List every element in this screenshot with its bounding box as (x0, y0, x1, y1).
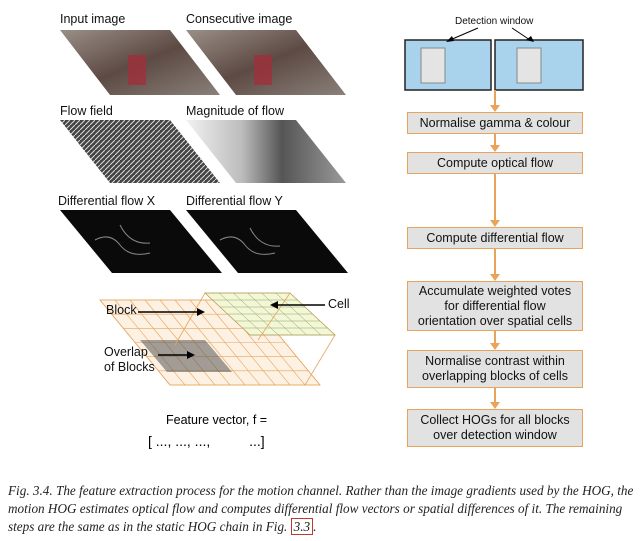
label-overlap-of-blocks: Overlap of Blocks (104, 345, 155, 374)
step-compute-optical-flow: Compute optical flow (407, 152, 583, 174)
label-cell: Cell (328, 297, 350, 311)
person-figure (254, 55, 272, 85)
differential-flow-y-image (186, 210, 348, 273)
detection-window-left (404, 39, 492, 91)
caption-text: The feature extraction process for the m… (8, 483, 634, 534)
block-highlight (140, 340, 232, 372)
figure-caption: Fig. 3.4. The feature extraction process… (8, 482, 636, 536)
person-figure (128, 55, 146, 85)
label-magnitude-of-flow: Magnitude of flow (186, 104, 284, 118)
differential-flow-x-image (60, 210, 222, 273)
step-compute-differential-flow: Compute differential flow (407, 227, 583, 249)
caption-prefix: Fig. 3.4. (8, 483, 53, 498)
feature-vector-body: [ ..., ..., ..., ...] (148, 433, 265, 449)
step-normalise-contrast: Normalise contrast within overlapping bl… (407, 350, 583, 388)
label-differential-flow-y: Differential flow Y (186, 194, 283, 208)
label-detection-window: Detection window (455, 16, 534, 27)
step-collect-hogs: Collect HOGs for all blocks over detecti… (407, 409, 583, 447)
label-block: Block (106, 303, 137, 317)
label-flow-field: Flow field (60, 104, 113, 118)
caption-suffix: . (313, 519, 317, 534)
label-feature-vector: Feature vector, f = (166, 413, 268, 427)
flow-field-image (60, 120, 220, 183)
step-accumulate-votes: Accumulate weighted votes for differenti… (407, 281, 583, 331)
label-differential-flow-x: Differential flow X (58, 194, 156, 208)
label-input-image: Input image (60, 12, 126, 26)
step-normalise-gamma: Normalise gamma & colour (407, 112, 583, 134)
magnitude-of-flow-image (186, 120, 346, 183)
label-consecutive-image: Consecutive image (186, 12, 293, 26)
figure-reference-link[interactable]: 3.3 (290, 518, 314, 535)
